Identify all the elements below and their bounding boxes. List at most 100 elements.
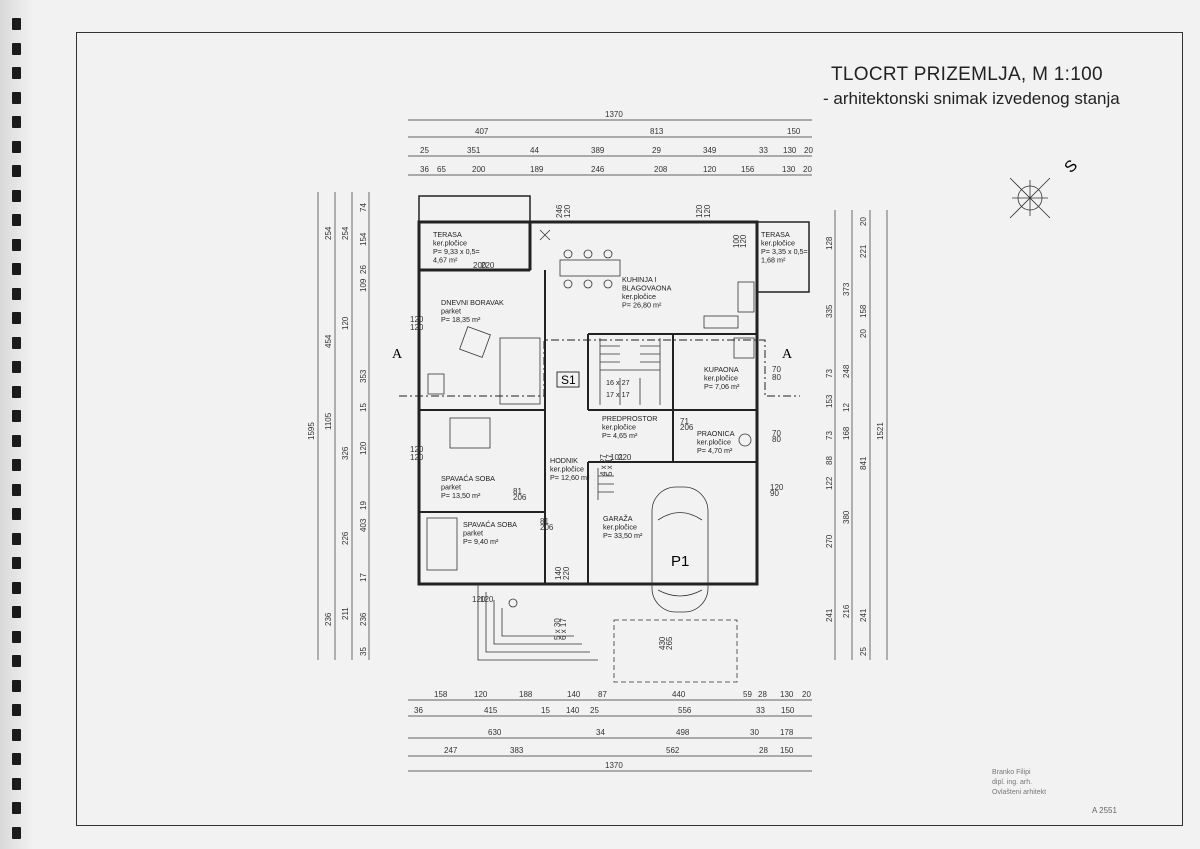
dimension-label-top: 407 (475, 127, 489, 136)
stair-label: 16 x 27 (606, 378, 630, 387)
dimension-label-bottom: 28 (758, 690, 767, 699)
dimension-label-top: 20 (804, 146, 813, 155)
drawing-subtitle: - arhitektonski snimak izvedenog stanja (823, 89, 1120, 108)
stamp-name: Branko Filipi (992, 769, 1031, 776)
binding-hole (12, 312, 21, 324)
dimension-label-detail: 81 (540, 517, 549, 526)
dimension-label-bottom: 140 (566, 706, 580, 715)
dimension-label-left: 403 (359, 518, 368, 532)
binding-hole (12, 728, 21, 741)
binding-hole (12, 189, 21, 202)
dimension-label-left: 1105 (324, 412, 333, 430)
dimension-label-bottom: 383 (510, 746, 524, 755)
dimension-label-left: 154 (359, 232, 368, 246)
room-label: P= 4,65 m² (602, 431, 638, 440)
staircase (597, 338, 661, 500)
dimension-label-detail: 81 (513, 487, 522, 496)
dimension-label-detail: 120 (410, 323, 424, 332)
stair-label: 17 x 17 (606, 390, 630, 399)
room-label: SPAVAĆA SOBA (441, 474, 495, 483)
dimension-label-bottom: 120 (474, 690, 488, 699)
dimension-label-detail: 206 (540, 523, 554, 532)
parking-label-p1: P1 (671, 553, 689, 570)
dimension-label-top: 65 (437, 165, 446, 174)
dimension-label-left: 254 (324, 226, 333, 240)
binding-hole (12, 434, 21, 447)
binding-hole (12, 679, 21, 692)
binding-hole (12, 18, 21, 30)
dimension-label-right: 168 (842, 426, 851, 440)
dimension-label-right: 373 (842, 282, 851, 296)
dimension-label-right: 25 (859, 647, 868, 656)
room-label: P= 13,50 m² (441, 491, 481, 500)
dimension-label-bottom: 36 (414, 706, 423, 715)
room-label: 1,68 m² (761, 256, 786, 265)
binding-hole (12, 826, 21, 839)
room-label: P= 7,06 m² (704, 382, 740, 391)
dimension-label-detail: 246 (555, 204, 564, 218)
room-label: PREDPROSTOR (602, 414, 657, 423)
dimension-label-right: 241 (859, 608, 868, 622)
dimension-label-detail: 120 (480, 595, 494, 604)
dimension-label-bottom: 188 (519, 690, 533, 699)
binding-hole (12, 508, 21, 520)
dimension-label-right: 73 (825, 369, 834, 378)
dimension-label-bottom: 150 (781, 706, 795, 715)
dimension-label-detail: 430 (658, 636, 667, 650)
dimension-label-detail: 220 (481, 261, 495, 270)
dimension-label-detail: 120 (770, 483, 784, 492)
room-label: ker.pločice (602, 423, 636, 432)
dimension-label-top: 208 (654, 165, 668, 174)
dimension-label-right: 73 (825, 431, 834, 440)
dimension-label-bottom: 556 (678, 706, 692, 715)
dimension-label-right: 1521 (876, 422, 885, 440)
dimension-label-top: 130 (783, 146, 797, 155)
dimension-label-left: 353 (359, 369, 368, 383)
entrance-steps (477, 584, 598, 661)
dimension-label-left: 454 (324, 334, 333, 348)
binding-hole (12, 287, 21, 300)
dimension-label-detail: 100 (732, 234, 741, 248)
binding-hole (12, 802, 21, 814)
dimension-label-top: 20 (803, 165, 812, 174)
binding-hole (12, 385, 21, 398)
dimension-label-right: 841 (859, 456, 868, 470)
dimension-label-bottom: 562 (666, 746, 680, 755)
dimension-label-right: 20 (859, 217, 868, 226)
room-label: P= 18,35 m² (441, 315, 481, 324)
dimension-label-detail: 206 (513, 493, 527, 502)
dimension-label-right: 128 (825, 236, 834, 250)
dimension-label-top: 130 (782, 165, 796, 174)
dimension-label-right: 335 (825, 304, 834, 318)
binding-hole (12, 606, 21, 618)
dimension-label-bottom: 59 (743, 690, 752, 699)
north-arrow (1009, 177, 1051, 219)
dimension-label-bottom: 178 (780, 728, 794, 737)
dimension-label-left: 74 (359, 203, 368, 212)
dimension-label-bottom: 15 (541, 706, 550, 715)
room-label: P= 26,80 m² (622, 301, 662, 310)
room-label: PRAONICA (697, 429, 735, 438)
section-marker-a: A (392, 347, 403, 362)
dimension-label-bottom: 130 (780, 690, 794, 699)
dimension-label-top: 44 (530, 146, 539, 155)
room-label: ker.pločice (622, 292, 656, 301)
room-label: DNEVNI BORAVAK (441, 298, 504, 307)
section-marker-a: A (782, 347, 793, 362)
dimension-label-bottom: 25 (590, 706, 599, 715)
dimension-label-detail: 120 (739, 234, 748, 248)
dimension-label-left: 26 (359, 265, 368, 274)
dimension-label-detail: 120 (695, 204, 704, 218)
dimension-label-top: 120 (703, 165, 717, 174)
dimension-label-top: 33 (759, 146, 768, 155)
furniture (426, 229, 755, 571)
dimension-label-bottom: 630 (488, 728, 502, 737)
parking-area (613, 486, 738, 683)
dimension-label-detail: 140 (554, 566, 563, 580)
dimension-label-bottom: 140 (567, 690, 581, 699)
dimension-label-detail: 120 (410, 453, 424, 462)
section-line (399, 339, 800, 397)
dimension-label-detail: 101 (610, 453, 624, 462)
dimension-label-bottom: 158 (434, 690, 448, 699)
